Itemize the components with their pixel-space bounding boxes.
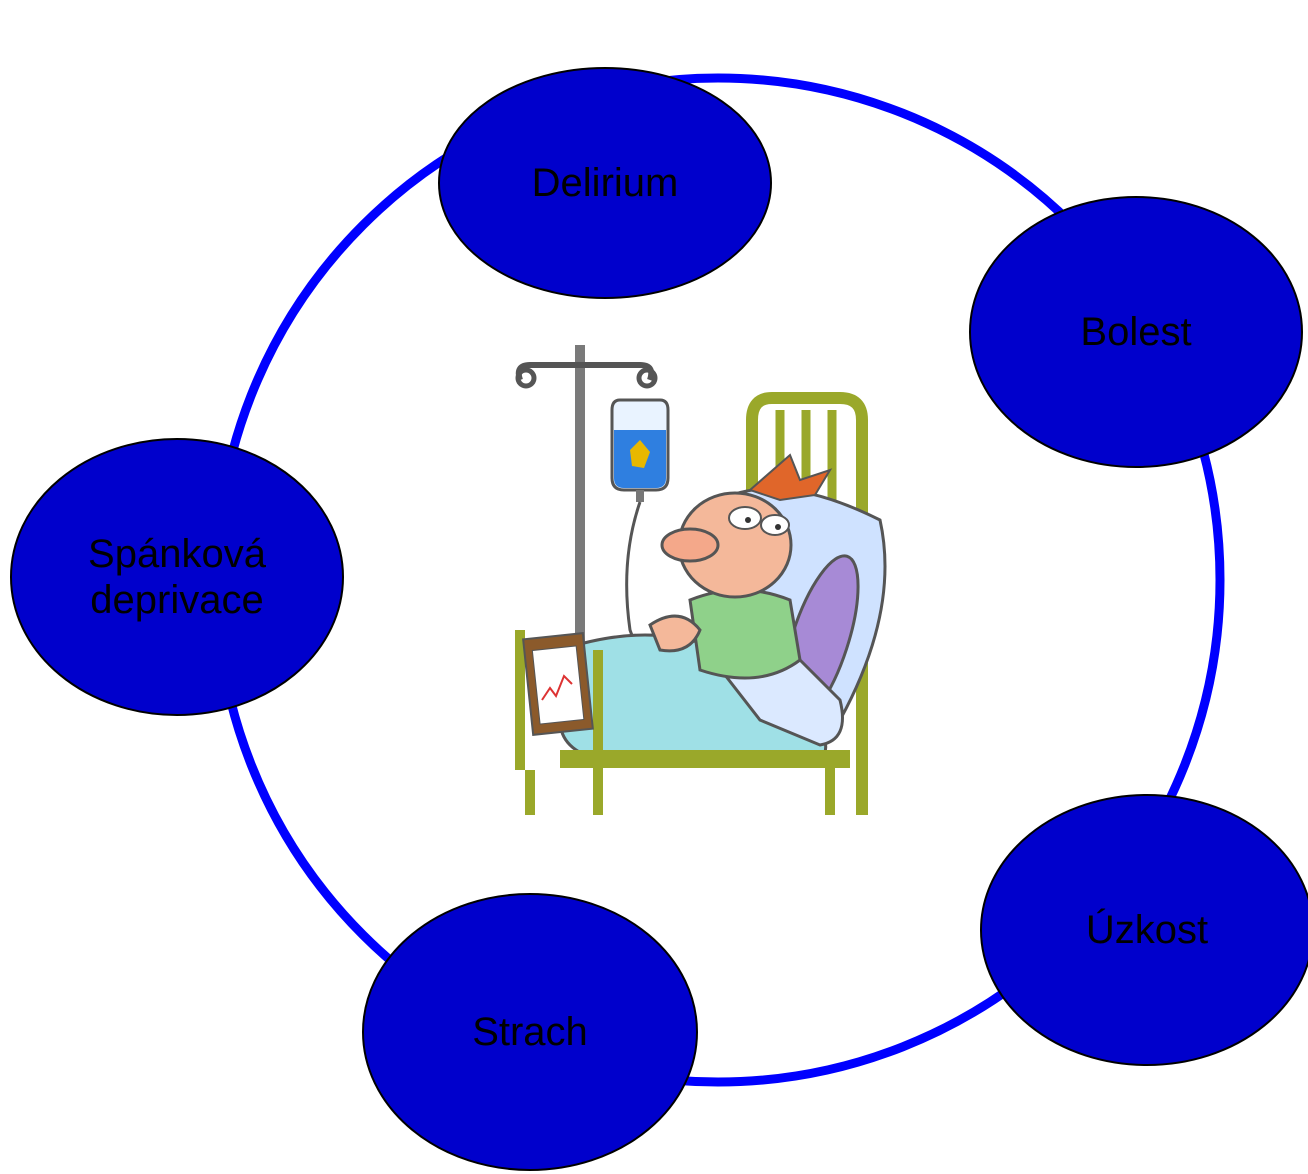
iv-pole (515, 345, 658, 745)
node-label: Strach (472, 1010, 588, 1054)
hospital-patient-illustration (512, 345, 892, 815)
node-label: Úzkost (1086, 907, 1208, 952)
bed-footboard (515, 630, 835, 815)
node-ellipse (10, 438, 344, 716)
node-ellipse (969, 196, 1303, 468)
node-ellipse (980, 794, 1308, 1066)
node-label: Bolest (1080, 310, 1191, 354)
patient (648, 453, 833, 680)
node-bolest: Bolest (969, 196, 1303, 468)
node-ellipse (362, 893, 698, 1171)
iv-bag (610, 398, 670, 647)
node-label: deprivace (90, 578, 263, 622)
node-uzkost: Úzkost (980, 794, 1308, 1066)
node-strach: Strach (362, 893, 698, 1171)
node-delirium: Delirium (438, 67, 772, 299)
node-label: Spánková (88, 532, 267, 576)
node-ellipse (438, 67, 772, 299)
node-label: Delirium (532, 161, 679, 205)
